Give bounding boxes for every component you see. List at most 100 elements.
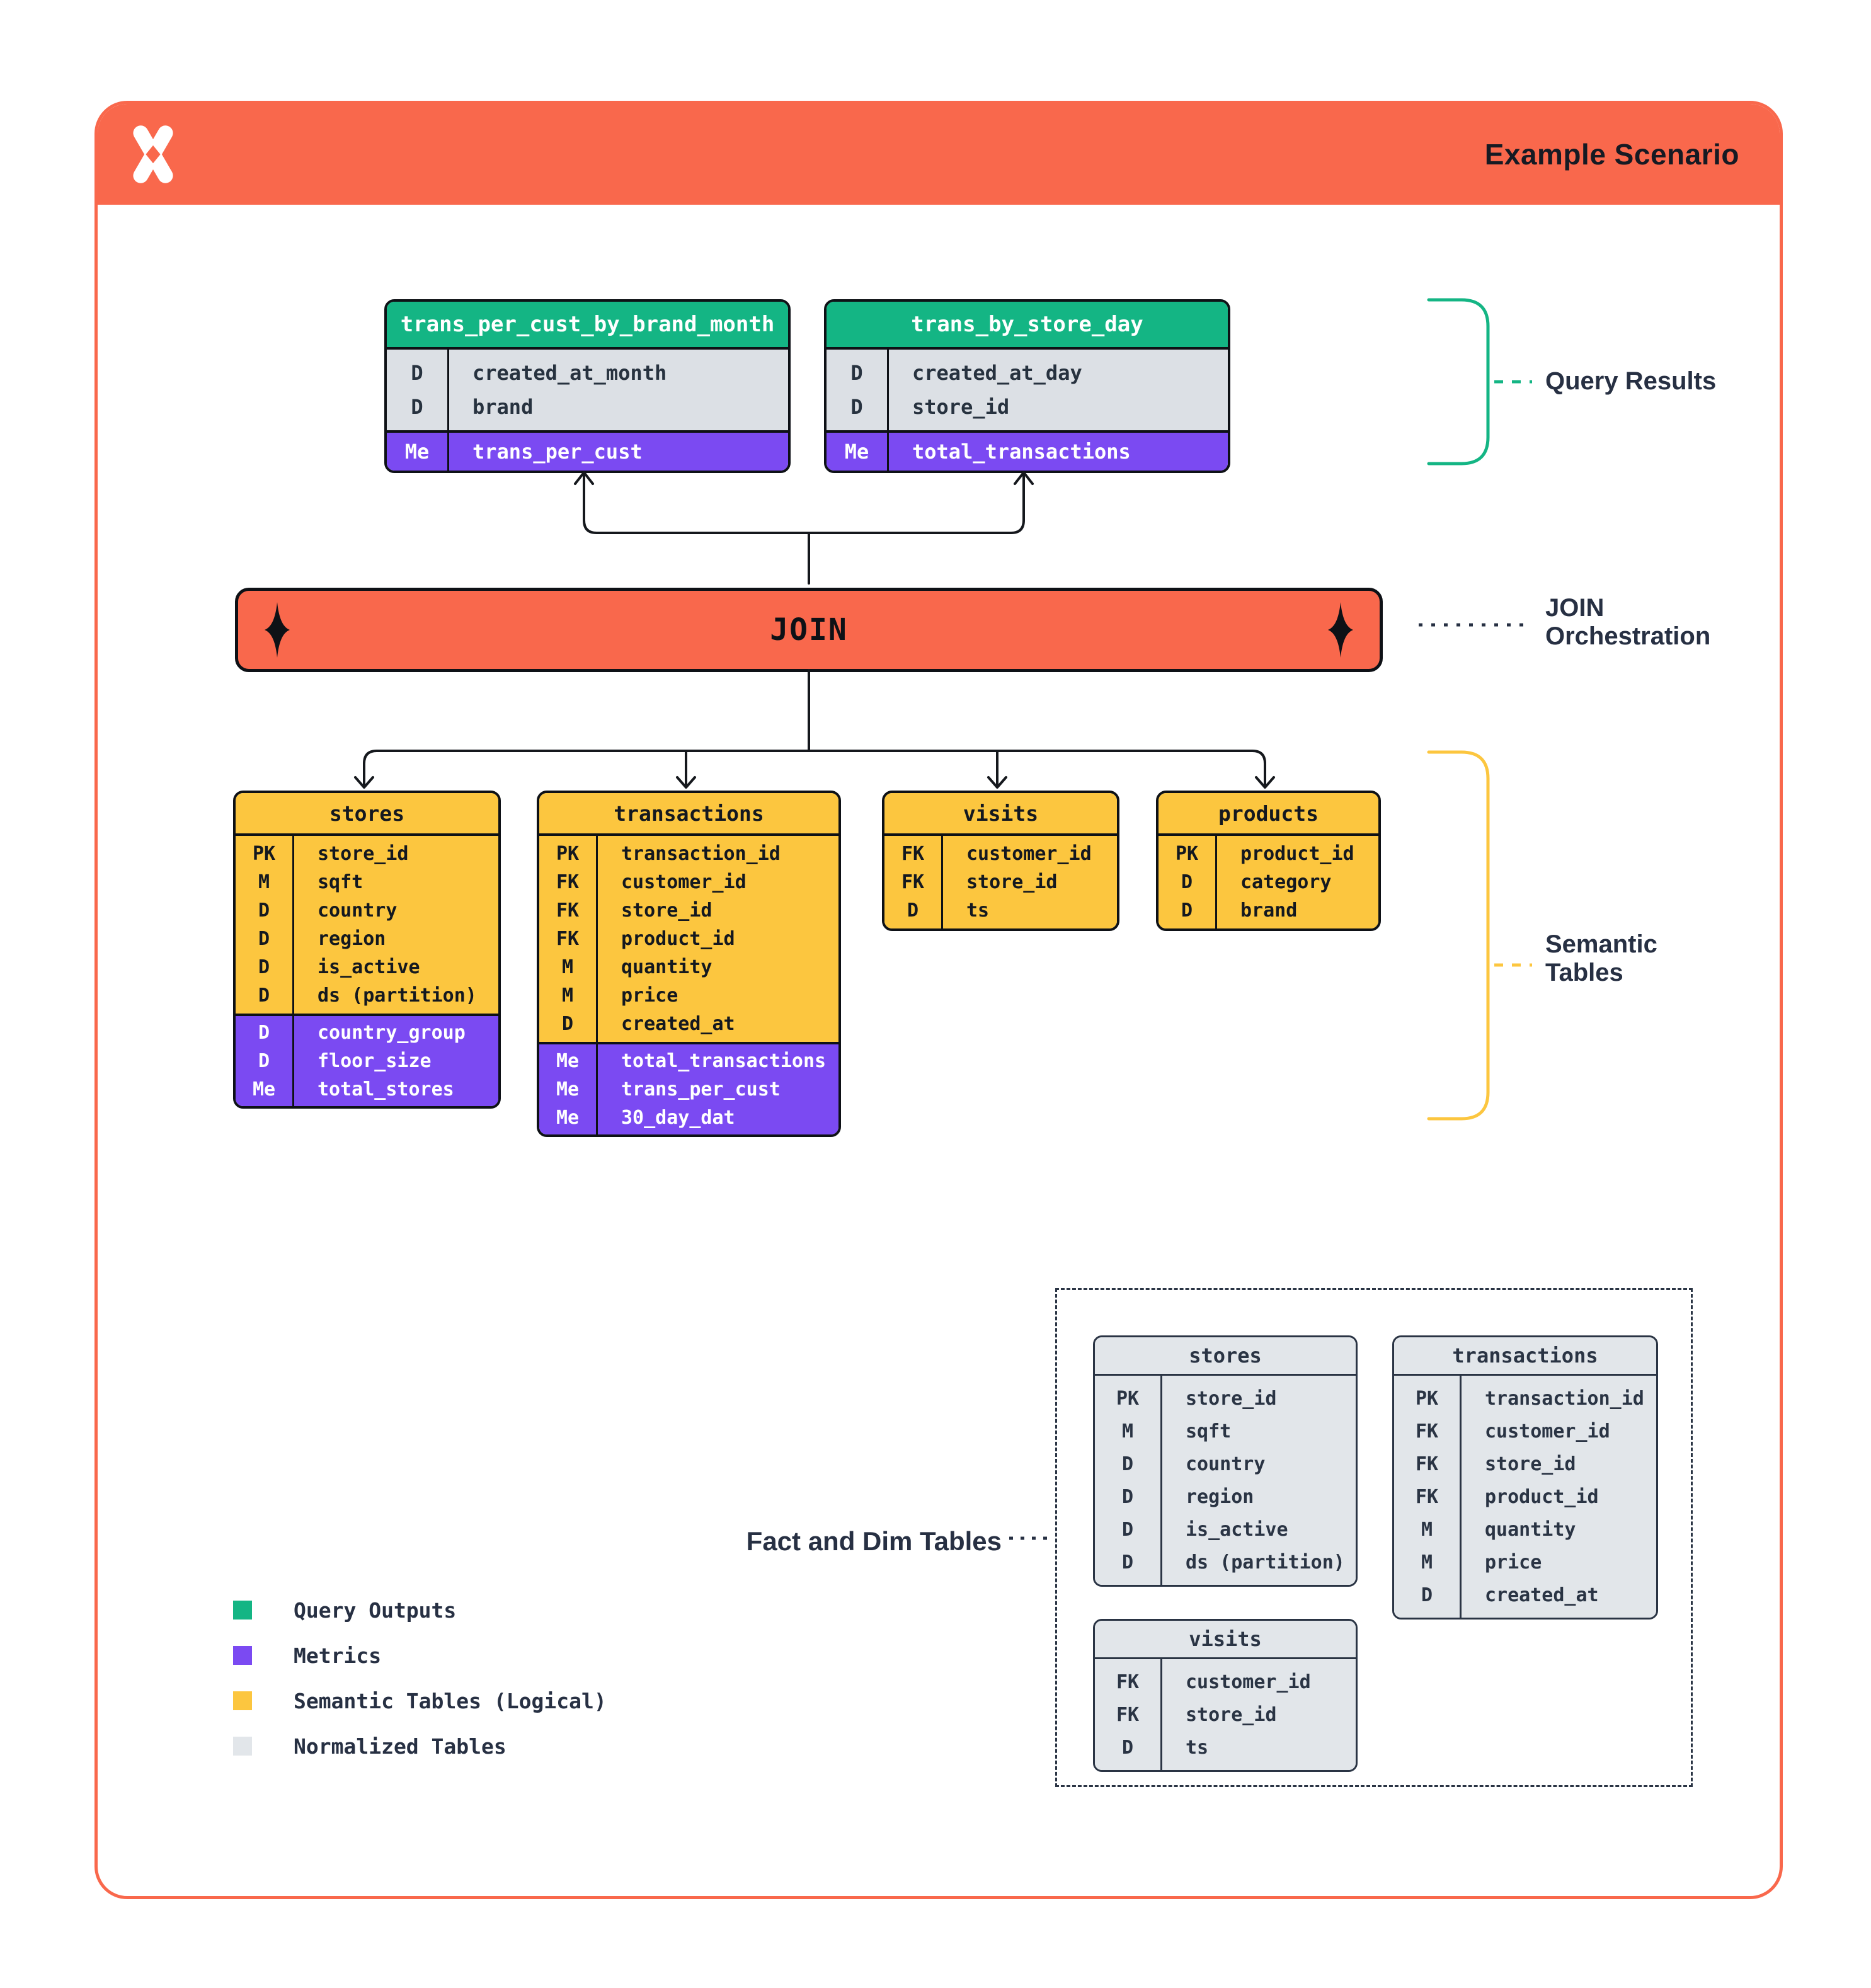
row-key-type: FK	[901, 843, 925, 865]
top-bar: Example Scenario	[98, 104, 1780, 205]
row-field-name: total_transactions	[621, 1050, 827, 1072]
row-field-name: customer_id	[621, 871, 747, 893]
row-key-type: M	[258, 871, 270, 893]
legend-label: Metrics	[294, 1643, 382, 1668]
row-field-name: created_at	[1485, 1584, 1599, 1606]
row-key-type: M	[1421, 1551, 1433, 1574]
key-column-divider	[447, 350, 449, 471]
row-field-name: store_id	[912, 395, 1010, 419]
legend-item: Normalized Tables	[233, 1723, 607, 1769]
row-key-type: M	[1421, 1518, 1433, 1541]
table-title: visits	[884, 793, 1117, 836]
row-key-type: D	[1121, 1551, 1134, 1574]
page-title: Example Scenario	[1484, 138, 1739, 171]
row-key-type: D	[1121, 1453, 1134, 1475]
table-title: stores	[236, 793, 498, 836]
legend-swatch-icon	[233, 1646, 252, 1665]
scenario-card: Example Scenario trans_per_cust_by_brand…	[94, 101, 1783, 1899]
row-field-name: is_active	[318, 956, 420, 978]
row-key-type: PK	[1116, 1387, 1140, 1410]
row-field-name: created_at	[621, 1013, 735, 1035]
row-field-name: 30_day_dat	[621, 1107, 735, 1129]
row-key-type: M	[561, 956, 574, 978]
join-label: JOIN	[770, 612, 848, 648]
row-field-name: region	[1186, 1485, 1254, 1508]
fact-dim-tables-box	[1055, 1288, 1693, 1787]
row-field-name: product_id	[1485, 1485, 1599, 1508]
row-key-type: D	[258, 1022, 270, 1044]
row-field-name: sqft	[1186, 1420, 1232, 1442]
row-field-name: customer_id	[1186, 1671, 1311, 1693]
row-key-type: D	[258, 900, 270, 922]
table-title: stores	[1095, 1337, 1356, 1376]
row-field-name: price	[621, 985, 678, 1007]
row-key-type: D	[258, 928, 270, 950]
x-cross-logo-icon	[133, 125, 173, 183]
row-key-type: D	[258, 1050, 270, 1072]
row-key-type: D	[1421, 1584, 1433, 1606]
legend-label: Query Outputs	[294, 1597, 457, 1623]
key-column-divider	[292, 836, 294, 1106]
row-field-name: category	[1240, 871, 1332, 893]
row-key-type: FK	[901, 871, 925, 893]
row-key-type: M	[1121, 1420, 1134, 1442]
row-field-name: country_group	[318, 1022, 466, 1044]
row-field-name: quantity	[1485, 1518, 1576, 1541]
row-key-type: FK	[1415, 1420, 1439, 1442]
row-key-type: D	[1181, 900, 1193, 922]
row-field-name: trans_per_cust	[621, 1078, 781, 1100]
row-field-name: country	[1186, 1453, 1266, 1475]
legend-swatch-icon	[233, 1601, 252, 1620]
row-key-type: FK	[1116, 1703, 1140, 1726]
row-field-name: store_id	[318, 843, 409, 865]
key-column-divider	[1460, 1376, 1462, 1618]
row-key-type: D	[907, 900, 919, 922]
row-key-type: PK	[556, 843, 580, 865]
row-field-name: country	[318, 900, 398, 922]
key-column-divider	[1160, 1659, 1162, 1770]
row-field-name: ds (partition)	[318, 985, 477, 1007]
